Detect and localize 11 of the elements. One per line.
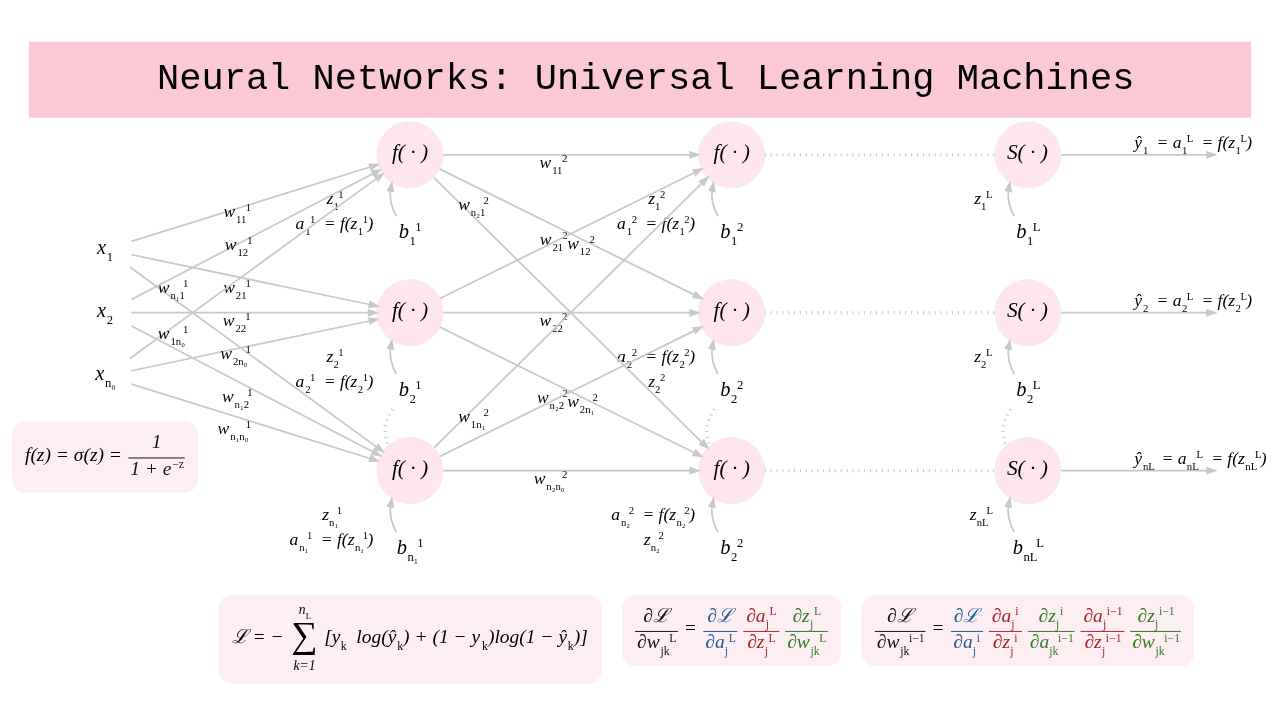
- node-text: x$_{n₀}$: [95, 361, 116, 390]
- edge-label: ŷ$_{nL}$ = a$_{nL}$$^{L}$ = f(z$_{nL}$$^{L}$): [1134, 447, 1267, 472]
- diagram-title: Neural Networks: Universal Learning Machines: [157, 57, 1135, 100]
- edge-label: ŷ$_{2}$ = a$_{2}$$^{L}$ = f(z$_{2}$$^{L}$): [1134, 289, 1253, 314]
- node-label: a$_{2}$$^{1}$ = f(z$_{2}$$^{1}$): [295, 370, 374, 395]
- node-text: x$_{1}$: [97, 235, 114, 264]
- node-label: a$_{n₂}$$^{2}$ = f(z$_{n₂}$$^{2}$): [611, 503, 696, 528]
- node-label: a$_{n₁}$$^{1}$ = f(z$_{n₁}$$^{1}$): [289, 528, 374, 553]
- node-label: a$_{1}$$^{2}$ = f(z$_{1}$$^{2}$): [617, 212, 696, 237]
- node-text: x$_{2}$: [97, 298, 114, 327]
- edge-label: ŷ$_{1}$ = a$_{1}$$^{L}$ = f(z$_{1}$$^{L}$): [1134, 131, 1253, 156]
